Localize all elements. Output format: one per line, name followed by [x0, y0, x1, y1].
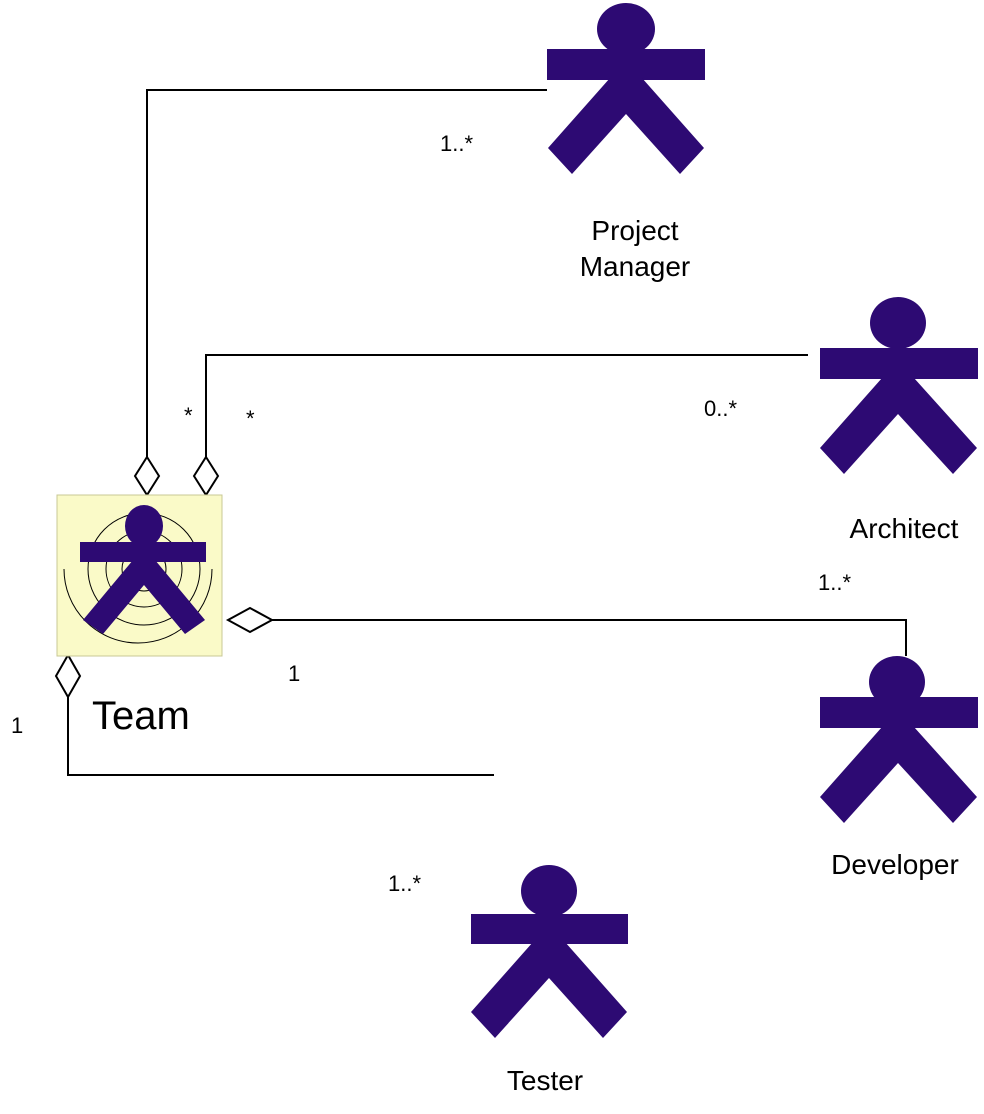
- project-manager-label: Project Manager: [545, 213, 725, 285]
- team-label: Team: [92, 694, 190, 738]
- aggregation-diamond-project-manager: [133, 455, 161, 497]
- multiplicity-team-architect: *: [246, 406, 255, 431]
- team-actor[interactable]: [56, 494, 223, 657]
- association-line-tester: [67, 697, 494, 776]
- multiplicity-team-developer: 1: [288, 661, 301, 686]
- multiplicity-team-pm: *: [184, 403, 193, 428]
- project-manager-label-line2: Manager: [579, 251, 691, 282]
- architect-actor-icon[interactable]: [820, 297, 978, 474]
- developer-actor-icon[interactable]: [820, 656, 978, 823]
- multiplicity-developer: 1..*: [818, 570, 852, 595]
- developer-label: Developer: [831, 849, 959, 880]
- aggregation-diamond-architect: [192, 455, 220, 497]
- team-actor-icon: [80, 505, 206, 634]
- association-line-architect: [205, 354, 808, 457]
- multiplicity-project-manager: 1..*: [440, 131, 474, 156]
- aggregation-diamond-developer: [225, 606, 275, 634]
- association-line-developer: [272, 619, 907, 656]
- aggregation-diamond-tester: [54, 652, 82, 700]
- association-line-project-manager: [146, 89, 547, 457]
- project-manager-label-line1: Project: [591, 215, 679, 246]
- tester-actor-icon[interactable]: [471, 865, 628, 1038]
- multiplicity-team-tester: 1: [11, 713, 24, 738]
- multiplicity-architect: 0..*: [704, 396, 738, 421]
- architect-label: Architect: [849, 513, 959, 544]
- multiplicity-tester: 1..*: [388, 871, 422, 896]
- tester-label: Tester: [506, 1065, 584, 1096]
- project-manager-actor-icon[interactable]: [547, 3, 705, 174]
